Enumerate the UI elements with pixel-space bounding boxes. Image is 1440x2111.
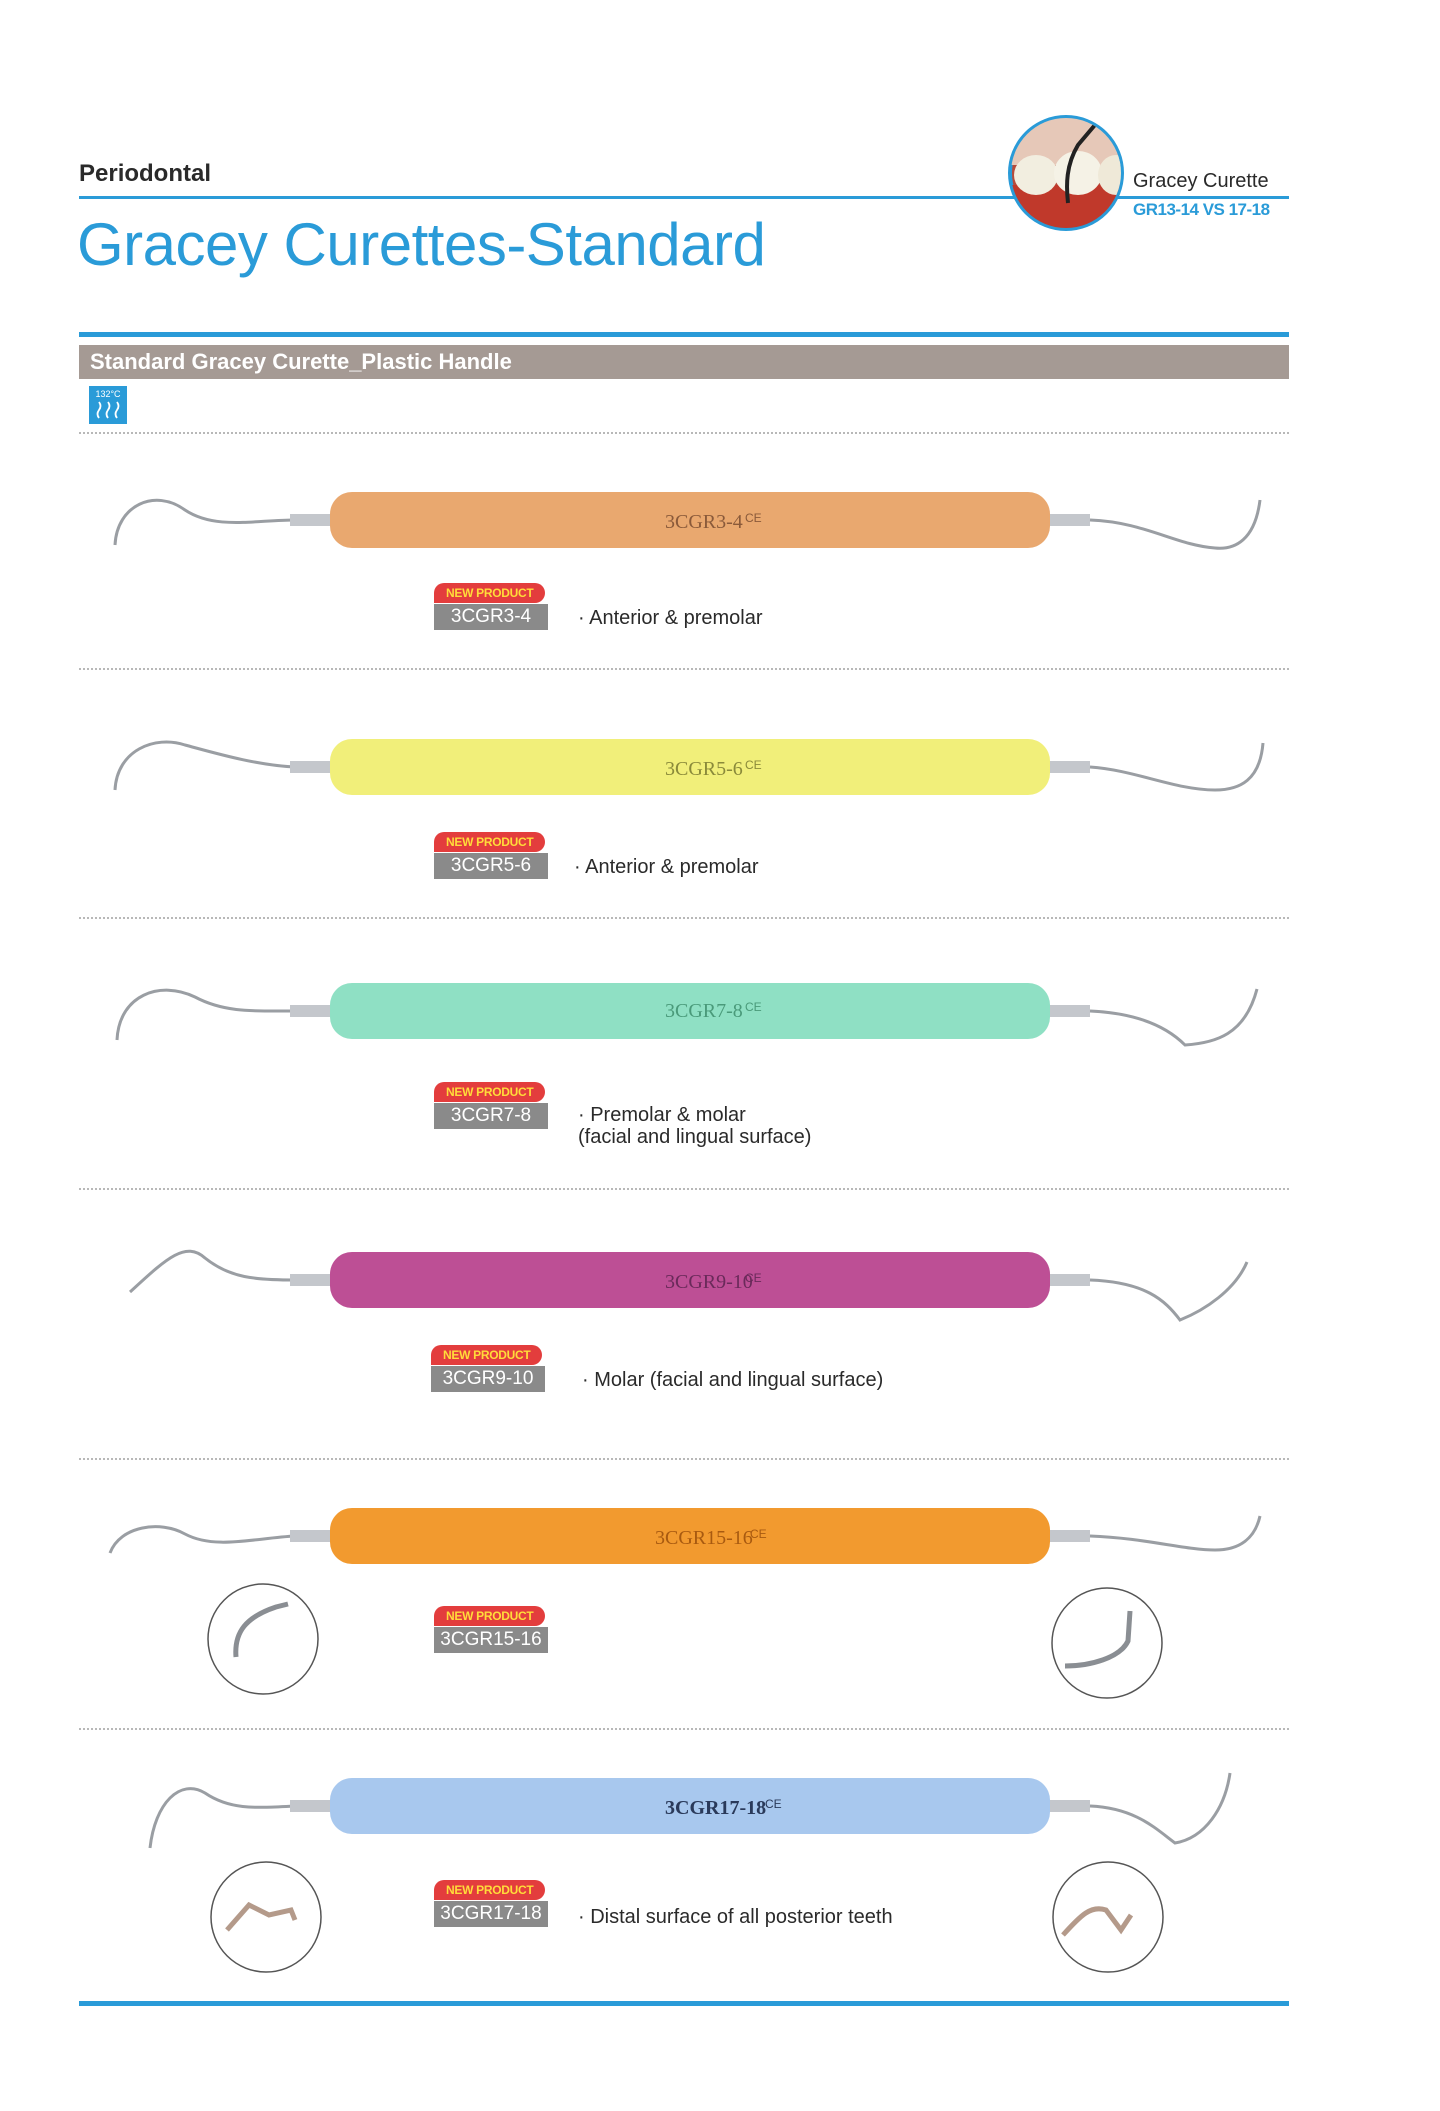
row-separator [79,432,1289,434]
new-product-badge: NEW PRODUCT [434,1606,546,1626]
tip-detail-right-icon [1052,1861,1164,1973]
new-product-badge: NEW PRODUCT [434,1082,546,1102]
curette-instrument-image: 3CGR9-10 CE [128,1249,1249,1322]
category-label: Periodontal [79,160,212,187]
product-code: 3CGR5-6 [434,853,548,879]
row-separator [79,1458,1289,1460]
row-separator [79,668,1289,670]
ce-mark: CE [745,758,762,772]
product-description: · Anterior & premolar [574,856,759,878]
ce-mark: CE [745,511,762,525]
product-tag: NEW PRODUCT 3CGR7-8 [434,1082,550,1129]
gracey-curette-photo-icon [1008,115,1124,231]
badge-subtitle: GR13-14 VS 17-18 [1133,200,1270,219]
footer-divider [79,2001,1289,2006]
tip-detail-left-icon [207,1583,319,1695]
svg-text:132°C: 132°C [95,389,121,399]
row-separator [79,1728,1289,1730]
curette-instrument-image: 3CGR5-6 CE [113,739,1265,795]
curette-handle [330,739,1050,795]
product-tag: NEW PRODUCT 3CGR5-6 [434,832,550,879]
handle-engraving: 3CGR7-8 [665,1000,743,1022]
handle-engraving: 3CGR9-10 [665,1271,753,1293]
handle-engraving: 3CGR5-6 [665,758,743,780]
product-tag: NEW PRODUCT 3CGR3-4 [434,583,550,630]
product-code: 3CGR7-8 [434,1103,548,1129]
curette-instrument-image: 3CGR3-4 CE [113,492,1262,550]
handle-engraving: 3CGR17-18 [665,1797,766,1819]
product-code: 3CGR17-18 [434,1901,548,1927]
ce-mark: CE [745,1000,762,1014]
section-title-bar: Standard Gracey Curette_Plastic Handle [79,345,1289,379]
handle-engraving: 3CGR15-16 [655,1527,753,1549]
header-divider [79,196,1289,199]
curette-handle [330,492,1050,548]
product-code: 3CGR9-10 [431,1366,545,1392]
tip-detail-right-icon [1051,1587,1163,1699]
curette-instrument-image: 3CGR15-16 CE [108,1508,1262,1564]
curette-handle [330,1778,1050,1834]
row-separator [79,917,1289,919]
row-separator [79,1188,1289,1190]
product-description: · Molar (facial and lingual surface) [582,1369,884,1391]
product-tag: NEW PRODUCT 3CGR17-18 [434,1880,550,1927]
product-tag: NEW PRODUCT 3CGR9-10 [431,1345,547,1392]
curette-handle [330,1252,1050,1308]
product-description: · Distal surface of all posterior teeth [578,1906,893,1928]
ce-mark: CE [765,1797,782,1811]
product-code: 3CGR3-4 [434,604,548,630]
product-code: 3CGR15-16 [434,1627,548,1653]
handle-engraving: 3CGR3-4 [665,511,743,533]
product-description: · Anterior & premolar [578,607,763,629]
curette-handle [330,1508,1050,1564]
ce-mark: CE [750,1527,767,1541]
product-description: · Premolar & molar (facial and lingual s… [578,1104,812,1148]
new-product-badge: NEW PRODUCT [431,1345,543,1365]
ce-mark: CE [745,1271,762,1285]
new-product-badge: NEW PRODUCT [434,832,546,852]
new-product-badge: NEW PRODUCT [434,583,546,603]
autoclave-icon: 132°C [89,386,127,424]
new-product-badge: NEW PRODUCT [434,1880,546,1900]
page-title: Gracey Curettes-Standard [77,211,766,278]
section-divider [79,332,1289,337]
curette-instrument-image: 3CGR17-18 CE [148,1772,1232,1849]
curette-instrument-image: 3CGR7-8 CE [115,983,1259,1047]
tip-detail-left-icon [210,1861,322,1973]
product-tag: NEW PRODUCT 3CGR15-16 [434,1606,550,1653]
curette-handle [330,983,1050,1039]
badge-title: Gracey Curette [1133,170,1269,192]
